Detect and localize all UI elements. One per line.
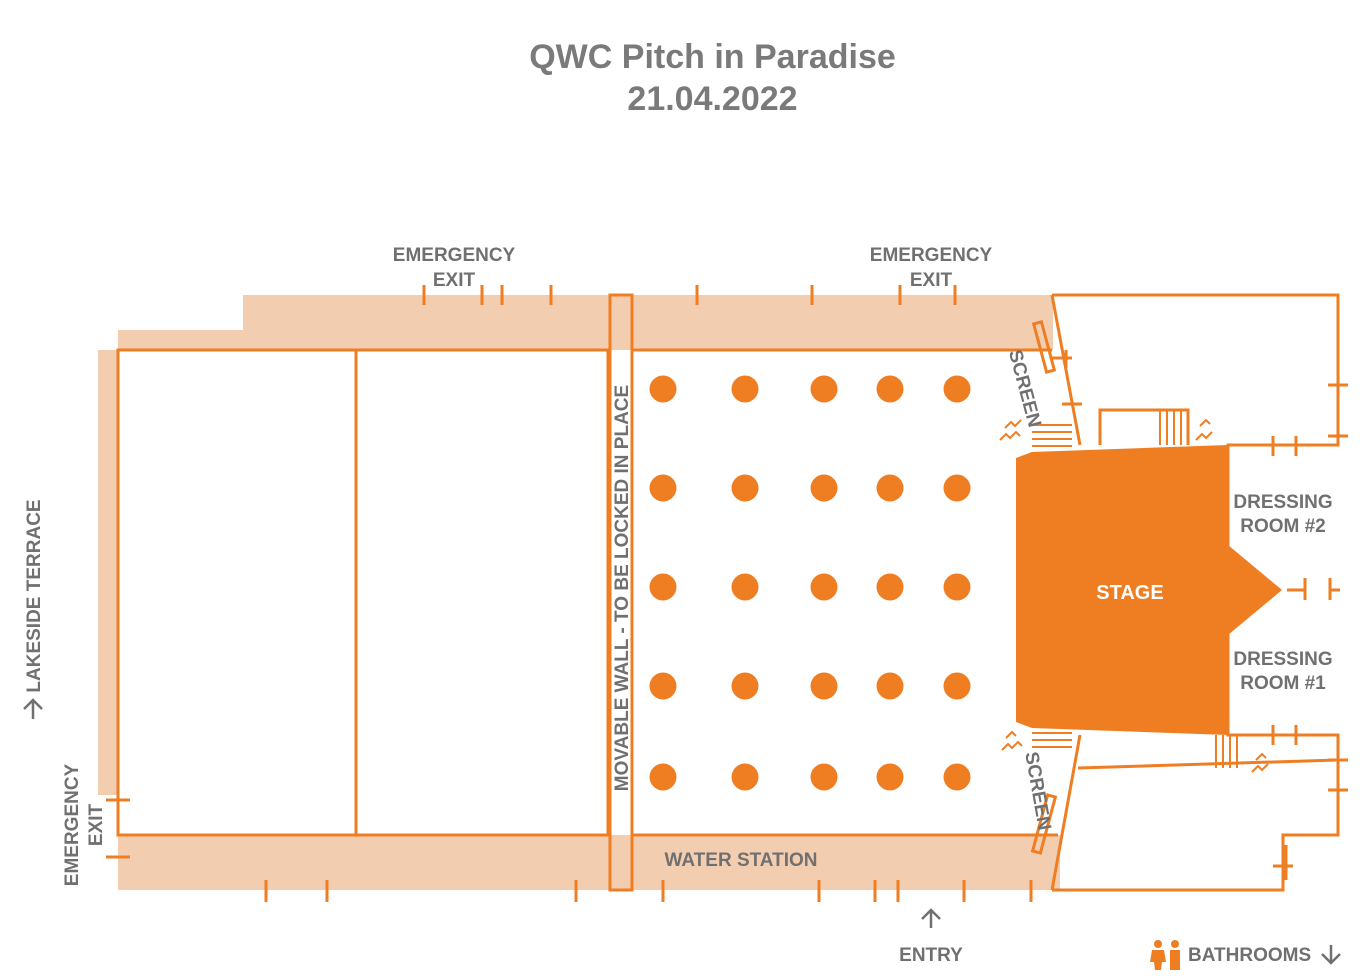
seat — [810, 672, 838, 700]
main-hall-outline — [633, 348, 1058, 837]
bottom-corridor — [118, 835, 1060, 890]
seat — [876, 375, 904, 403]
seat — [876, 573, 904, 601]
emergency-exit-top-right-line2: EXIT — [910, 270, 953, 291]
screen-top — [1031, 319, 1057, 375]
seat — [810, 573, 838, 601]
restroom-icon — [1150, 940, 1180, 970]
seat — [649, 672, 677, 700]
door-markers — [106, 285, 1348, 902]
screen-bottom-label: SCREEN — [1020, 750, 1054, 832]
seat — [649, 763, 677, 791]
left-corridor — [98, 350, 118, 795]
stage — [1016, 445, 1282, 735]
screen-top-label: SCREEN — [1004, 348, 1045, 430]
seat — [943, 672, 971, 700]
page-title: QWC Pitch in Paradise — [529, 38, 896, 76]
movable-wall — [608, 293, 634, 892]
seat — [731, 573, 759, 601]
dressing-room-2-line2: ROOM #2 — [1240, 516, 1326, 537]
seat — [731, 763, 759, 791]
seat — [876, 474, 904, 502]
emergency-exit-top-left-line1: EMERGENCY — [393, 245, 516, 266]
stairs-icon — [1032, 410, 1238, 768]
corridor-areas — [98, 295, 1060, 890]
movable-wall-label: MOVABLE WALL - TO BE LOCKED IN PLACE — [612, 385, 633, 791]
screen-bottom — [1030, 793, 1058, 855]
seat — [876, 763, 904, 791]
backstage-inner-walls — [1077, 408, 1339, 770]
arrow-up-icon — [23, 698, 43, 719]
seat — [810, 375, 838, 403]
emergency-exit-left-line2: EXIT — [86, 803, 107, 846]
seat — [876, 672, 904, 700]
stage-label: STAGE — [1096, 582, 1163, 604]
seating-area — [649, 375, 971, 791]
water-station-label: WATER STATION — [664, 850, 817, 871]
seat — [810, 763, 838, 791]
seat — [810, 474, 838, 502]
seat — [943, 474, 971, 502]
arrow-down-icon — [1321, 945, 1341, 965]
lakeside-terrace-label: LAKESIDE TERRACE — [24, 499, 45, 692]
seat — [649, 573, 677, 601]
emergency-exit-top-left-line2: EXIT — [433, 270, 476, 291]
seat — [649, 474, 677, 502]
emergency-exit-top-right-line1: EMERGENCY — [870, 245, 993, 266]
seat — [649, 375, 677, 403]
dressing-room-2-line1: DRESSING — [1233, 492, 1332, 513]
seat — [943, 375, 971, 403]
arrow-up-icon — [921, 908, 941, 928]
left-room — [116, 348, 610, 837]
backstage-outline — [1052, 293, 1340, 892]
entry-label: ENTRY — [899, 945, 963, 966]
emergency-exit-left-line1: EMERGENCY — [62, 763, 83, 886]
dressing-room-1-line2: ROOM #1 — [1240, 673, 1326, 694]
backstage-left-wall-top — [1050, 294, 1082, 446]
backstage-left-wall-bottom — [1050, 734, 1082, 891]
dressing-room-1-line1: DRESSING — [1233, 649, 1332, 670]
bathrooms-label: BATHROOMS — [1188, 945, 1311, 966]
seat — [731, 375, 759, 403]
seat — [731, 474, 759, 502]
event-date: 21.04.2022 — [627, 80, 798, 118]
stairs-icon — [999, 418, 1269, 773]
seat — [943, 763, 971, 791]
seat — [943, 573, 971, 601]
seat — [731, 672, 759, 700]
top-corridor — [118, 295, 1053, 350]
